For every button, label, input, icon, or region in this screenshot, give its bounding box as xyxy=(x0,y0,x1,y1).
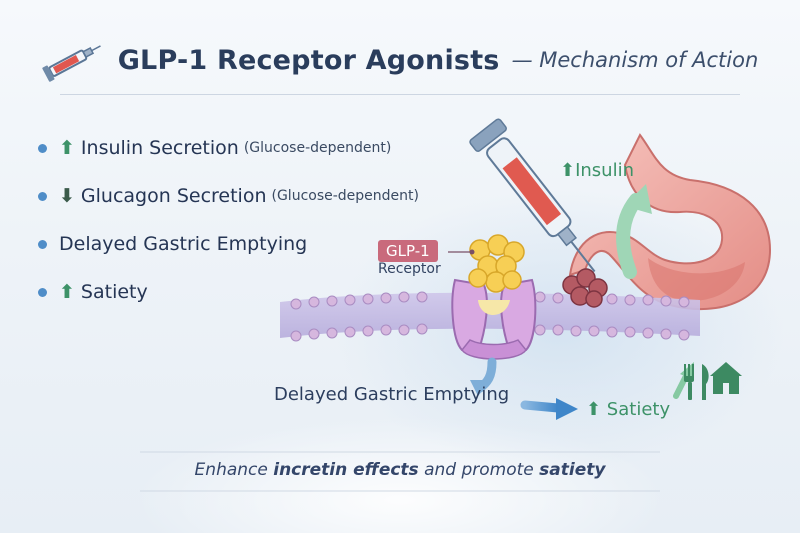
tagline: Enhance incretin effects and promote sat… xyxy=(0,460,800,480)
page-title: GLP-1 Receptor Agonists xyxy=(117,44,500,76)
gastric-emptying-label: Delayed Gastric Emptying xyxy=(274,384,510,405)
receptor-label: Receptor xyxy=(378,261,441,277)
list-item-text: Delayed Gastric Emptying xyxy=(59,233,308,255)
page-subtitle: — Mechanism of Action xyxy=(511,48,759,72)
title-bar: GLP-1 Receptor Agonists — Mechanism of A… xyxy=(0,34,800,86)
list-item-text: Insulin Secretion xyxy=(80,137,239,159)
effects-list: ⬆ Insulin Secretion (Glucose-dependent) … xyxy=(38,124,419,316)
arrow-head xyxy=(624,184,652,214)
syringe-icon xyxy=(469,118,596,273)
syringe-icon xyxy=(42,45,101,82)
bullet-dot xyxy=(38,191,47,201)
tagline-emphasis: satiety xyxy=(539,460,606,480)
arrow-icon xyxy=(520,400,563,413)
insulin-label: ⬆Insulin xyxy=(560,160,634,181)
fork-knife-icon xyxy=(684,364,709,400)
list-item-insulin: ⬆ Insulin Secretion (Glucose-dependent) xyxy=(38,124,419,172)
list-item-satiety: ⬆ Satiety xyxy=(38,268,419,316)
title-divider xyxy=(60,94,740,95)
arrow-head xyxy=(556,398,578,420)
arrow-up-icon: ⬆ xyxy=(59,281,75,303)
house-icon xyxy=(710,362,742,394)
tagline-emphasis: incretin effects xyxy=(273,460,419,480)
list-item-gastric: Delayed Gastric Emptying xyxy=(38,220,419,268)
tagline-text: and promote xyxy=(418,460,540,480)
glp1-label: GLP-1 xyxy=(378,240,438,262)
arrow-down-icon: ⬇ xyxy=(59,185,75,207)
arrow-head xyxy=(680,362,694,380)
bullet-dot xyxy=(38,143,47,153)
stomach-icon xyxy=(568,133,772,311)
arrow-head xyxy=(470,380,492,396)
list-item-glucagon: ⬇ Glucagon Secretion (Glucose-dependent) xyxy=(38,172,419,220)
bullet-dot xyxy=(38,239,47,249)
arrow-up-icon: ⬆ xyxy=(59,137,75,159)
bullet-dot xyxy=(38,287,47,297)
glp1-molecule xyxy=(468,234,525,293)
receptor-icon xyxy=(451,278,537,360)
list-item-note: (Glucose-dependent) xyxy=(243,140,392,156)
satiety-label: ⬆ Satiety xyxy=(586,399,671,420)
list-item-text: Satiety xyxy=(80,281,148,303)
drug-molecule xyxy=(562,268,608,308)
tagline-text: Enhance xyxy=(194,460,274,480)
leader-dot xyxy=(469,249,475,255)
cell-membrane xyxy=(280,291,700,342)
list-item-text: Glucagon Secretion xyxy=(80,185,267,207)
list-item-note: (Glucose-dependent) xyxy=(271,188,420,204)
